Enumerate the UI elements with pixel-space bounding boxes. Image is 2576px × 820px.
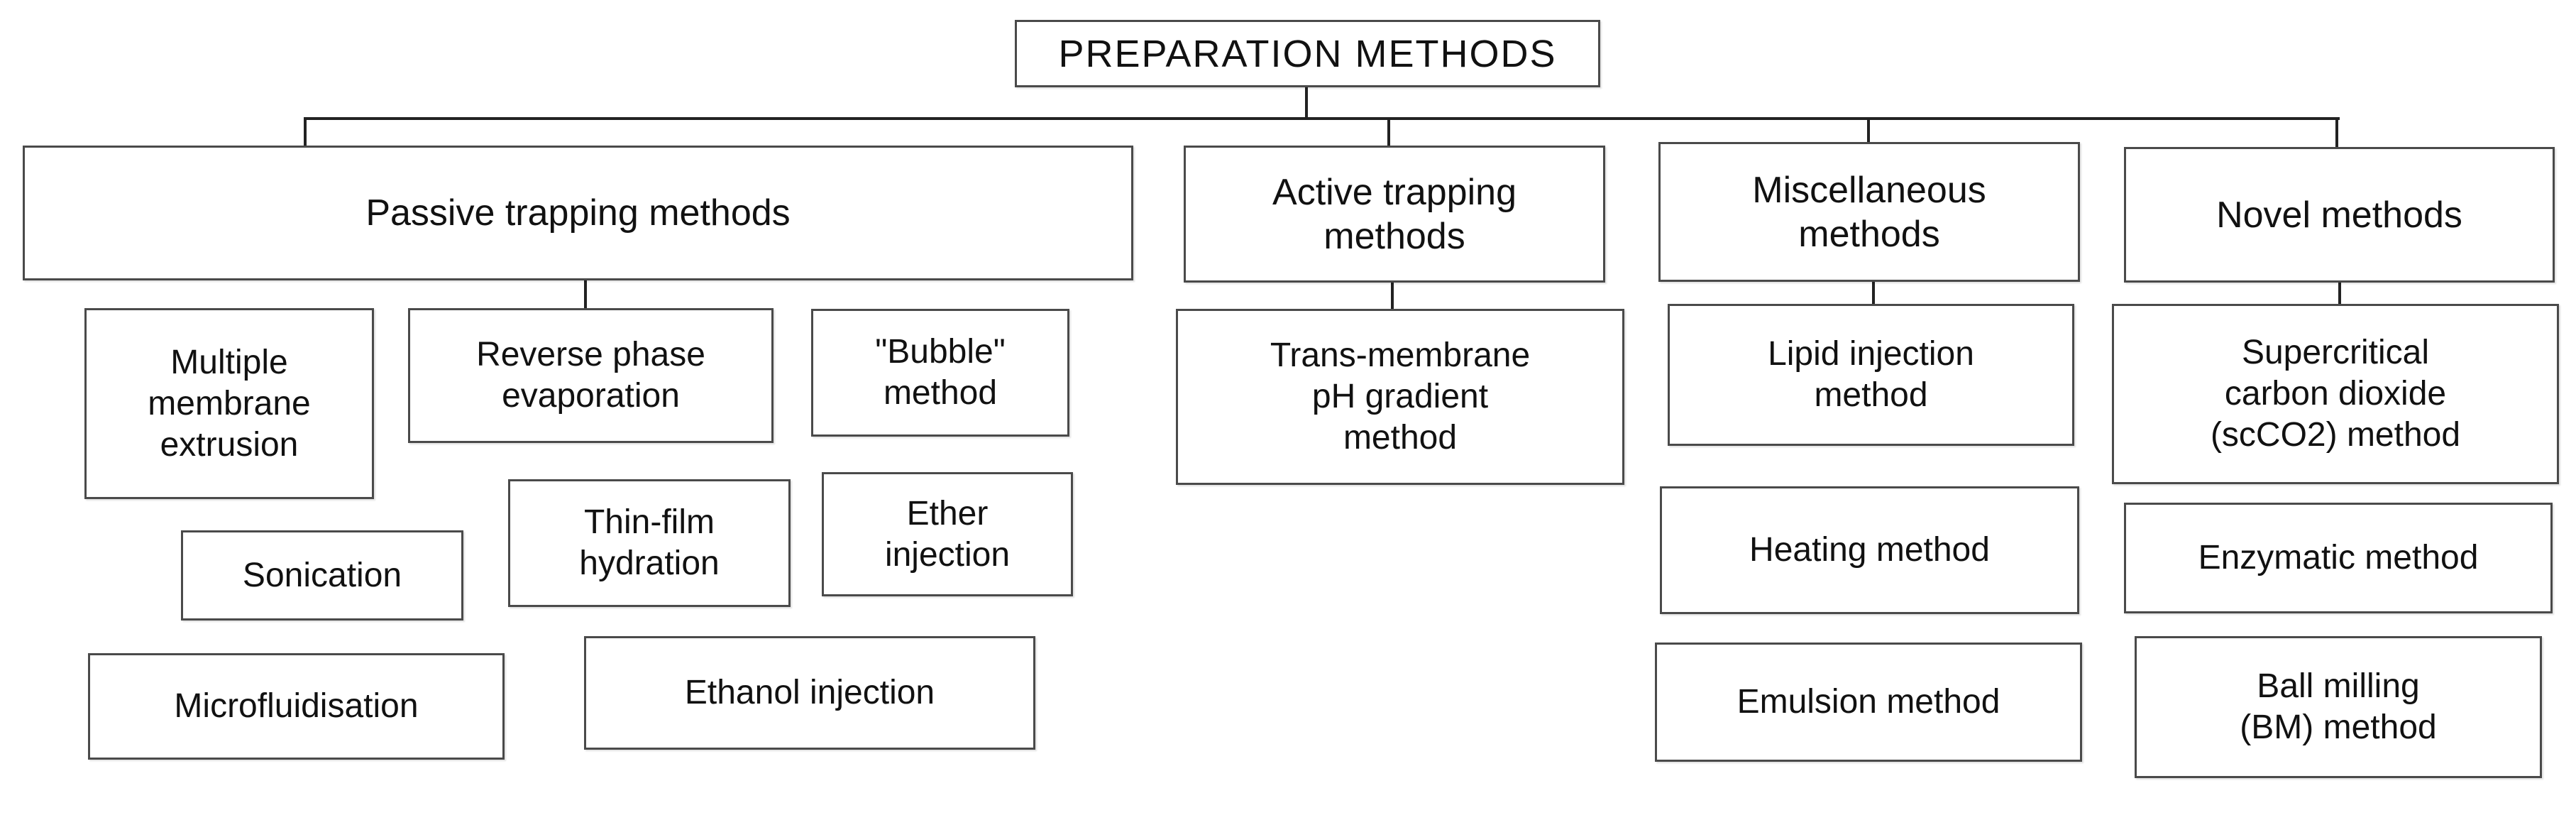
node-label: Ethanol injection	[684, 674, 935, 711]
node-ball-milling-method: Ball milling (BM) method	[2135, 636, 2542, 778]
node-reverse-phase-evaporation: Reverse phase evaporation	[408, 308, 774, 443]
node-label: Thin-film hydration	[579, 503, 720, 582]
node-label: Enzymatic method	[2198, 539, 2479, 576]
node-trans-membrane-ph-gradient-method: Trans-membrane pH gradient method	[1176, 309, 1624, 485]
node-label: Ball milling (BM) method	[2240, 667, 2437, 746]
connector-main-horizontal-line	[304, 117, 2340, 120]
connector-drop-miscellaneous	[1867, 117, 1870, 144]
node-ethanol-injection: Ethanol injection	[584, 636, 1035, 750]
connector-child-drop-active	[1391, 281, 1394, 310]
node-label: Trans-membrane pH gradient method	[1270, 337, 1531, 457]
node-label: Lipid injection method	[1768, 335, 1974, 414]
node-label: Supercritical carbon dioxide (scCO2) met…	[2210, 334, 2461, 454]
node-label: PREPARATION METHODS	[1058, 32, 1557, 75]
node-label: Heating method	[1749, 531, 1990, 569]
node-novel-methods: Novel methods	[2124, 147, 2555, 283]
connector-drop-novel	[2335, 117, 2338, 148]
node-label: "Bubble" method	[875, 333, 1006, 412]
node-enzymatic-method: Enzymatic method	[2124, 503, 2553, 613]
node-supercritical-scco2-method: Supercritical carbon dioxide (scCO2) met…	[2112, 304, 2559, 484]
node-active-trapping-methods: Active trapping methods	[1184, 146, 1605, 283]
connector-trunk-line	[1305, 86, 1308, 119]
node-preparation-methods-title: PREPARATION METHODS	[1015, 20, 1600, 87]
node-label: Novel methods	[2216, 194, 2462, 236]
node-miscellaneous-methods: Miscellaneous methods	[1658, 142, 2080, 282]
node-lipid-injection-method: Lipid injection method	[1668, 304, 2074, 446]
node-sonication: Sonication	[181, 530, 463, 621]
connector-drop-active	[1387, 117, 1390, 147]
node-ether-injection: Ether injection	[822, 472, 1073, 596]
node-heating-method: Heating method	[1660, 486, 2079, 614]
node-label: Passive trapping methods	[365, 192, 791, 234]
connector-child-drop-passive	[584, 279, 587, 310]
node-passive-trapping-methods: Passive trapping methods	[23, 146, 1133, 280]
node-thin-film-hydration: Thin-film hydration	[508, 479, 791, 607]
node-label: Reverse phase evaporation	[476, 336, 705, 415]
node-label: Active trapping methods	[1272, 171, 1517, 257]
node-microfluidisation: Microfluidisation	[88, 653, 505, 760]
connector-child-drop-miscellaneous	[1872, 280, 1875, 305]
node-label: Microfluidisation	[174, 687, 419, 725]
connector-drop-passive	[304, 117, 307, 147]
node-label: Sonication	[242, 556, 402, 594]
node-multiple-membrane-extrusion: Multiple membrane extrusion	[84, 308, 374, 499]
node-emulsion-method: Emulsion method	[1655, 643, 2082, 762]
connector-child-drop-novel	[2338, 281, 2341, 305]
node-label: Emulsion method	[1736, 683, 2000, 721]
node-label: Multiple membrane extrusion	[148, 343, 311, 464]
node-bubble-method: "Bubble" method	[811, 309, 1069, 437]
node-label: Ether injection	[884, 494, 1011, 574]
node-label: Miscellaneous methods	[1752, 169, 1986, 255]
